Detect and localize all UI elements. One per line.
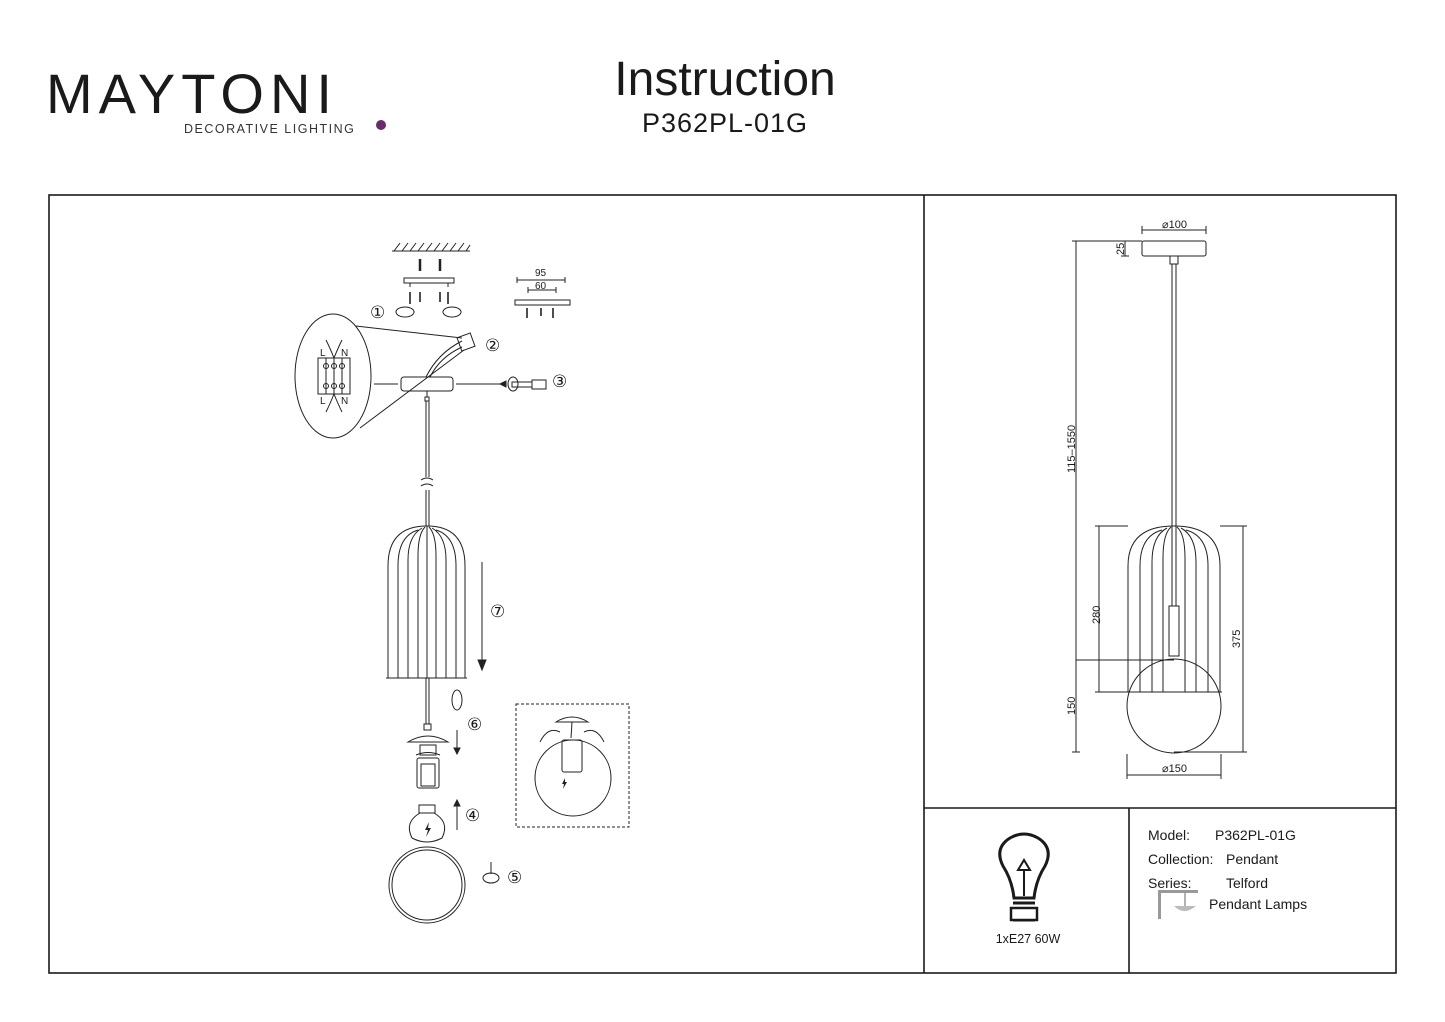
- pendant-lamp-icon: [1158, 890, 1198, 919]
- page-title: Instruction: [614, 53, 836, 106]
- dimension-labels: ⌀100 25 115–1550 280 375 150 ⌀150: [1066, 219, 1243, 775]
- dimension-drawing: [1072, 226, 1247, 779]
- step-1: ①: [370, 303, 385, 322]
- dim-canopy-diameter: ⌀100: [1162, 219, 1187, 231]
- terminal-n-bottom: N: [341, 396, 348, 407]
- spec-series-value: Telford: [1226, 875, 1268, 891]
- brand-dot-icon: [376, 120, 386, 130]
- step-2: ②: [485, 336, 500, 355]
- brand-tagline: DECORATIVE LIGHTING: [184, 122, 356, 136]
- assembly-steps: ① ② ③ ④ ⑤ ⑥ ⑦: [370, 303, 567, 887]
- lamp-spec: 1xE27 60W: [995, 932, 1061, 946]
- terminal-l-bottom: L: [320, 396, 326, 407]
- bracket-dimensions: 95 60: [535, 268, 547, 292]
- spec-collection-value: Pendant: [1226, 851, 1278, 867]
- bulb-base: [1009, 906, 1039, 922]
- spec-type-value: Pendant Lamps: [1209, 896, 1307, 912]
- dim-globe-diameter: ⌀150: [1162, 763, 1187, 775]
- dim-total-height: 375: [1231, 630, 1243, 648]
- spec-series-label: Series:: [1148, 875, 1192, 891]
- frame: [48, 194, 1397, 974]
- bulb-detail-icon: [425, 778, 567, 837]
- page-model: P362PL-01G: [641, 108, 809, 138]
- bracket-inner-dim: 60: [535, 281, 547, 292]
- spec-table: Model: P362PL-01G Collection: Pendant Se…: [1148, 827, 1307, 912]
- step-3: ③: [552, 372, 567, 391]
- bracket-outer-dim: 95: [535, 268, 547, 279]
- dim-shade-height: 280: [1091, 606, 1103, 624]
- step-6: ⑥: [467, 715, 482, 734]
- brand-name: MAYTONI: [46, 62, 338, 125]
- spec-model-value: P362PL-01G: [1215, 827, 1296, 843]
- step-4: ④: [465, 806, 480, 825]
- spec-collection-label: Collection:: [1148, 851, 1213, 867]
- dim-cable-range: 115–1550: [1066, 425, 1078, 473]
- dim-globe-height: 150: [1066, 697, 1078, 715]
- step-5: ⑤: [507, 868, 522, 887]
- brand-logo: MAYTONI DECORATIVE LIGHTING: [46, 62, 386, 142]
- spec-model-label: Model:: [1148, 827, 1190, 843]
- terminal-labels: L N L N: [320, 348, 348, 407]
- dim-canopy-height: 25: [1115, 243, 1127, 255]
- terminal-n-top: N: [341, 348, 348, 359]
- step-7: ⑦: [490, 602, 505, 621]
- assembly-diagram: [294, 242, 630, 924]
- terminal-l-top: L: [320, 348, 326, 359]
